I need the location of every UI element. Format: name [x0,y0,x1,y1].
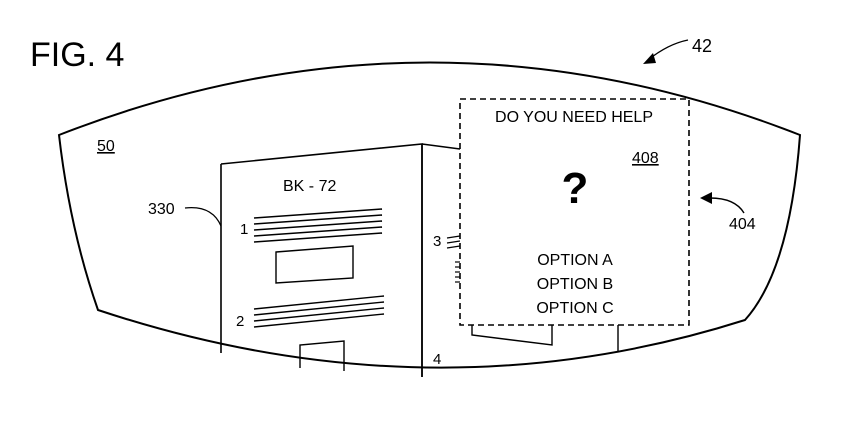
help-window-title: DO YOU NEED HELP [495,109,653,126]
figure-label: FIG. 4 [30,36,124,74]
side-slot-lines [446,235,461,283]
help-question-mark: ? [562,164,589,213]
help-box-support-lines [471,325,619,352]
slot-lines-2 [253,295,385,328]
machine-model-label: BK - 72 [283,178,336,195]
slot-lines-1 [253,208,383,243]
ref-help-window-arrowhead [700,192,712,204]
ref-machine: 330 [148,201,175,218]
machine-bottom-door [299,340,345,371]
ref-machine-leader [184,206,222,227]
ref-help-window-leader [709,197,745,214]
callout-2: 2 [236,313,244,330]
help-option-c[interactable]: OPTION C [536,300,613,317]
ref-display: 42 [692,36,712,56]
ref-help-panel: 408 [632,150,659,167]
ref-view: 50 [97,138,115,155]
callout-4: 4 [433,351,441,368]
help-option-b[interactable]: OPTION B [537,276,613,293]
ref-help-window: 404 [729,216,756,233]
callout-1: 1 [240,221,248,238]
help-window-frame[interactable] [459,98,690,326]
help-option-a[interactable]: OPTION A [537,252,613,269]
machine-display-window [275,245,354,284]
callout-3: 3 [433,233,441,250]
machine-side-face [421,143,461,377]
display-outline [57,61,802,369]
ref-display-arrowhead [643,53,656,64]
